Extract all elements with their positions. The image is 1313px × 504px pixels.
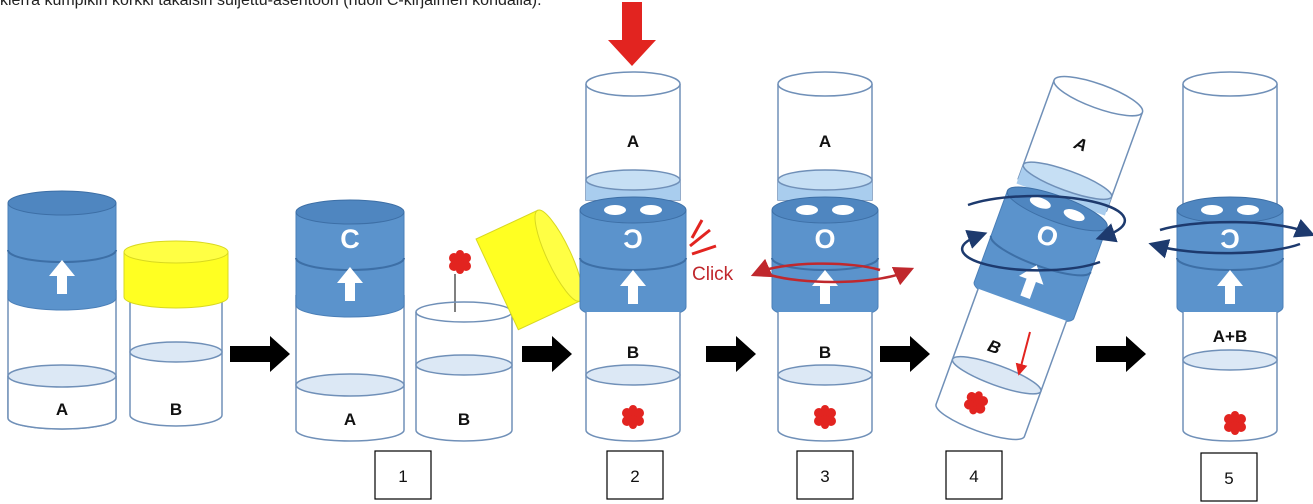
- click-label: Click: [692, 264, 734, 285]
- cap-hole: [1029, 196, 1051, 209]
- tube-ab-label: A+B: [1213, 327, 1247, 346]
- sample-blob-icon: [622, 405, 644, 429]
- rotate-arrow-icon: [960, 230, 1101, 272]
- click-indicator: Click: [689, 219, 734, 285]
- tube-a-step1: A: [295, 295, 405, 442]
- rotate-arrow-icon: [1148, 239, 1301, 259]
- process-arrow-0: [230, 336, 290, 372]
- tube-a-label: A: [819, 132, 831, 151]
- blue-cap-step1: C: [295, 199, 405, 318]
- tube-a-initial: A: [7, 290, 117, 430]
- blue-cap-step2: C: [579, 196, 687, 320]
- process-arrow-1: [522, 336, 572, 372]
- step-number: 4: [969, 467, 978, 486]
- step-box-1: 1: [374, 450, 432, 500]
- sample-blob-icon: [449, 250, 471, 274]
- cap-letter-reversed-c: C: [623, 224, 643, 254]
- process-arrow-2: [706, 336, 756, 372]
- cap-hole: [1063, 209, 1085, 222]
- tube-a-step2: A: [585, 71, 681, 201]
- tilted-assembly-step4: A O B: [935, 75, 1144, 441]
- step-number: 3: [820, 467, 829, 486]
- tube-b-label: B: [985, 336, 1003, 358]
- step-number: 2: [630, 467, 639, 486]
- tube-b-step3: B: [777, 312, 873, 442]
- press-arrow-icon: [608, 2, 656, 66]
- cap-hole: [1201, 205, 1223, 215]
- process-arrow-4: [1096, 336, 1146, 372]
- cap-hole: [604, 205, 626, 215]
- tube-b-label: B: [627, 343, 639, 362]
- tube-b-label: B: [170, 400, 182, 419]
- yellow-cap-initial: [123, 240, 229, 309]
- cap-hole: [832, 205, 854, 215]
- tube-b-step2: B: [585, 312, 681, 442]
- flow-arrow-icon: [1015, 331, 1031, 376]
- cap-letter-reversed-c: C: [1220, 224, 1240, 254]
- rotate-arrow-icon: [750, 258, 881, 278]
- tube-a-label: A: [56, 400, 68, 419]
- step-box-3: 3: [796, 450, 854, 500]
- cap-hole: [640, 205, 662, 215]
- rotate-arrow-icon: [967, 194, 1127, 243]
- tube-b-initial: B: [129, 295, 223, 427]
- tube-b-step1: B: [415, 301, 513, 442]
- blue-cap-step5: C: [1176, 196, 1284, 320]
- yellow-cap-removed: [475, 209, 584, 331]
- tube-a-label: A: [344, 410, 356, 429]
- tube-b-label: B: [458, 410, 470, 429]
- tube-a-step3: A: [777, 71, 873, 201]
- tube-a-label: A: [627, 132, 639, 151]
- tube-b-label: B: [819, 343, 831, 362]
- sample-blob-icon: [1224, 411, 1246, 435]
- tube-mixed-step5: A+B: [1182, 312, 1278, 442]
- step-box-4: 4: [945, 450, 1003, 500]
- tube-a-label: A: [1071, 133, 1090, 155]
- blue-cap-step3: O: [771, 196, 879, 320]
- rotate-arrow-icon: [769, 267, 915, 286]
- cap-hole: [1237, 205, 1259, 215]
- cap-letter-o: O: [814, 224, 835, 254]
- cap-letter-c: C: [340, 224, 360, 254]
- step-box-2: 2: [606, 450, 664, 500]
- step-number: 1: [398, 467, 407, 486]
- process-arrow-3: [880, 336, 930, 372]
- blue-cap-initial: [7, 190, 117, 311]
- caption-text: kierrä kumpikin korkki takaisin suljettu…: [0, 0, 542, 9]
- tube-top-step5: [1182, 71, 1278, 211]
- rotate-arrow-icon: [1159, 218, 1313, 238]
- sample-blob-icon: [814, 405, 836, 429]
- step-box-5: 5: [1200, 452, 1258, 502]
- cap-hole: [796, 205, 818, 215]
- step-number: 5: [1224, 469, 1233, 488]
